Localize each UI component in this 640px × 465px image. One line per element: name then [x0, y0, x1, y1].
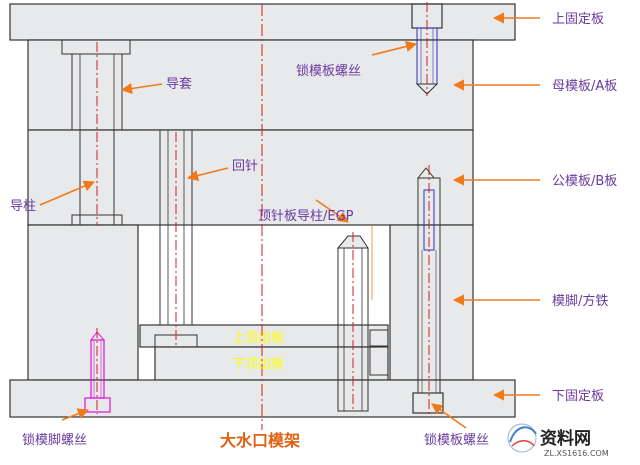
label-egp: 顶针板导柱/EGP — [258, 209, 354, 224]
watermark-brand: 资料网 — [540, 428, 591, 449]
arrow-guide-pillar — [39, 180, 96, 206]
diagram-title: 大水口模架 — [220, 431, 300, 450]
label-guide-bushing: 导套 — [166, 76, 192, 92]
arrow-foot-screw — [61, 408, 90, 421]
arrow-lock-screw-bottom — [431, 403, 467, 429]
label-return-pin: 回针 — [232, 159, 258, 174]
arrow-lock-screw-top — [371, 41, 418, 56]
egp-pillar — [336, 235, 369, 412]
watermark-url: ZL.XS1616.COM — [544, 449, 609, 458]
return-pin — [154, 129, 198, 348]
a-plate — [27, 39, 474, 131]
watermark: 资料网 ZL.XS1616.COM — [507, 423, 609, 458]
label-top-clamp-plate: 上固定板 — [552, 12, 604, 27]
label-bottom-clamp-plate: 下固定板 — [552, 389, 604, 404]
label-a-plate: 母模板/A板 — [552, 79, 617, 94]
b-plate — [27, 129, 474, 226]
arrow-return-pin — [186, 167, 229, 181]
label-foot-screw: 锁模脚螺丝 — [22, 432, 87, 448]
ejector-detail — [369, 329, 389, 376]
label-guide-pillar: 导柱 — [10, 199, 36, 214]
lower-ejector-plate — [154, 346, 389, 381]
arrow-egp — [315, 199, 349, 223]
lock-screw-bottom — [412, 167, 444, 414]
support-block-left — [27, 224, 139, 381]
label-lock-screw-bottom: 锁模板螺丝 — [424, 432, 489, 448]
arrow-guide-bushing — [120, 82, 163, 95]
label-support-block: 模脚/方铁 — [552, 293, 608, 309]
label-b-plate: 公模板/B板 — [552, 174, 617, 189]
foot-screw — [84, 331, 111, 413]
label-lower-ejector-plate: 下顶出板 — [232, 357, 284, 372]
support-block-right — [389, 224, 474, 381]
label-upper-ejector-plate: 上顶出板 — [232, 331, 284, 346]
label-lock-screw-top: 锁模板螺丝 — [296, 63, 361, 79]
